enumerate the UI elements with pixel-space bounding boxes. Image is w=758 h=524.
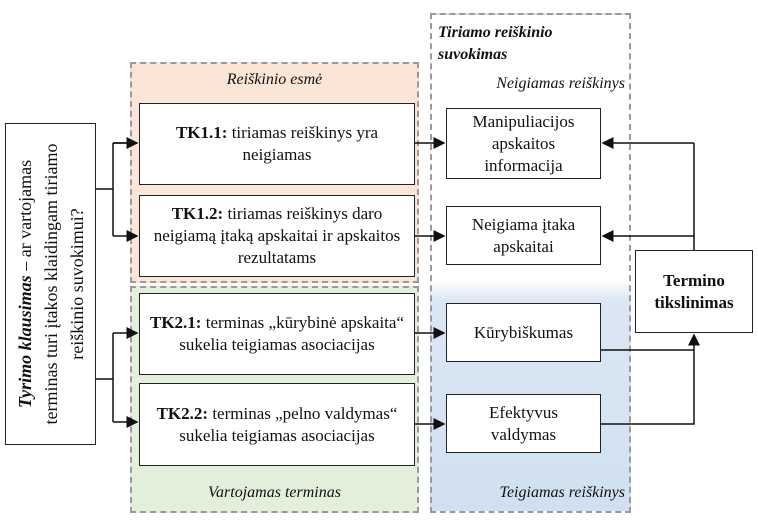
task-id: TK1.2: <box>171 204 224 223</box>
task-box-tk2-1: TK2.1: terminas „kūrybinė apskaita“ suke… <box>139 293 415 375</box>
essence-label: Reiškinio esmė <box>226 71 323 88</box>
task-box-tk1-2: TK1.2: tiriamas reiškinys daro neigiamą … <box>139 195 415 277</box>
task-text: terminas „pelno valdymas“ sukelia teigia… <box>179 403 398 445</box>
outcome-efficient-management: Efektyvus valdymas <box>446 394 601 453</box>
perception-title: Tiriamo reiškinio suvokimas <box>438 24 553 63</box>
outcome-manipulation: Manipuliacijos apskaitos informacija <box>446 108 601 179</box>
outcome-negative-impact: Neigiama įtaka apskaitai <box>446 206 601 265</box>
connector-question-essence <box>96 142 137 236</box>
task-text: tiriamas reiškinys yra neigiamas <box>227 123 379 164</box>
negative-label: Neigiamas reiškinys <box>496 75 625 92</box>
research-question-box: Tyrimo klausimas – ar vartojamas termina… <box>5 123 96 445</box>
task-box-tk1-1: TK1.1: tiriamas reiškinys yra neigiamas <box>139 103 415 185</box>
arrow-efficient-refine <box>601 333 700 425</box>
task-text: tiriamas reiškinys daro neigiamą įtaką a… <box>153 204 401 267</box>
task-id: TK2.1: <box>150 313 202 332</box>
connector-question-term <box>96 333 137 422</box>
task-box-tk2-2: TK2.2: terminas „pelno valdymas“ sukelia… <box>139 383 415 466</box>
outcome-creativity: Kūrybiškumas <box>446 303 601 362</box>
term-label: Vartojamas terminas <box>208 484 341 501</box>
positive-label: Teigiamas reiškinys <box>499 484 625 501</box>
term-refinement-box: Termino tikslinimas <box>635 250 753 333</box>
task-text: terminas „kūrybinė apskaita“ sukelia tei… <box>179 313 404 354</box>
task-id: TK2.2: <box>156 403 209 423</box>
task-id: TK1.1: <box>175 123 228 142</box>
